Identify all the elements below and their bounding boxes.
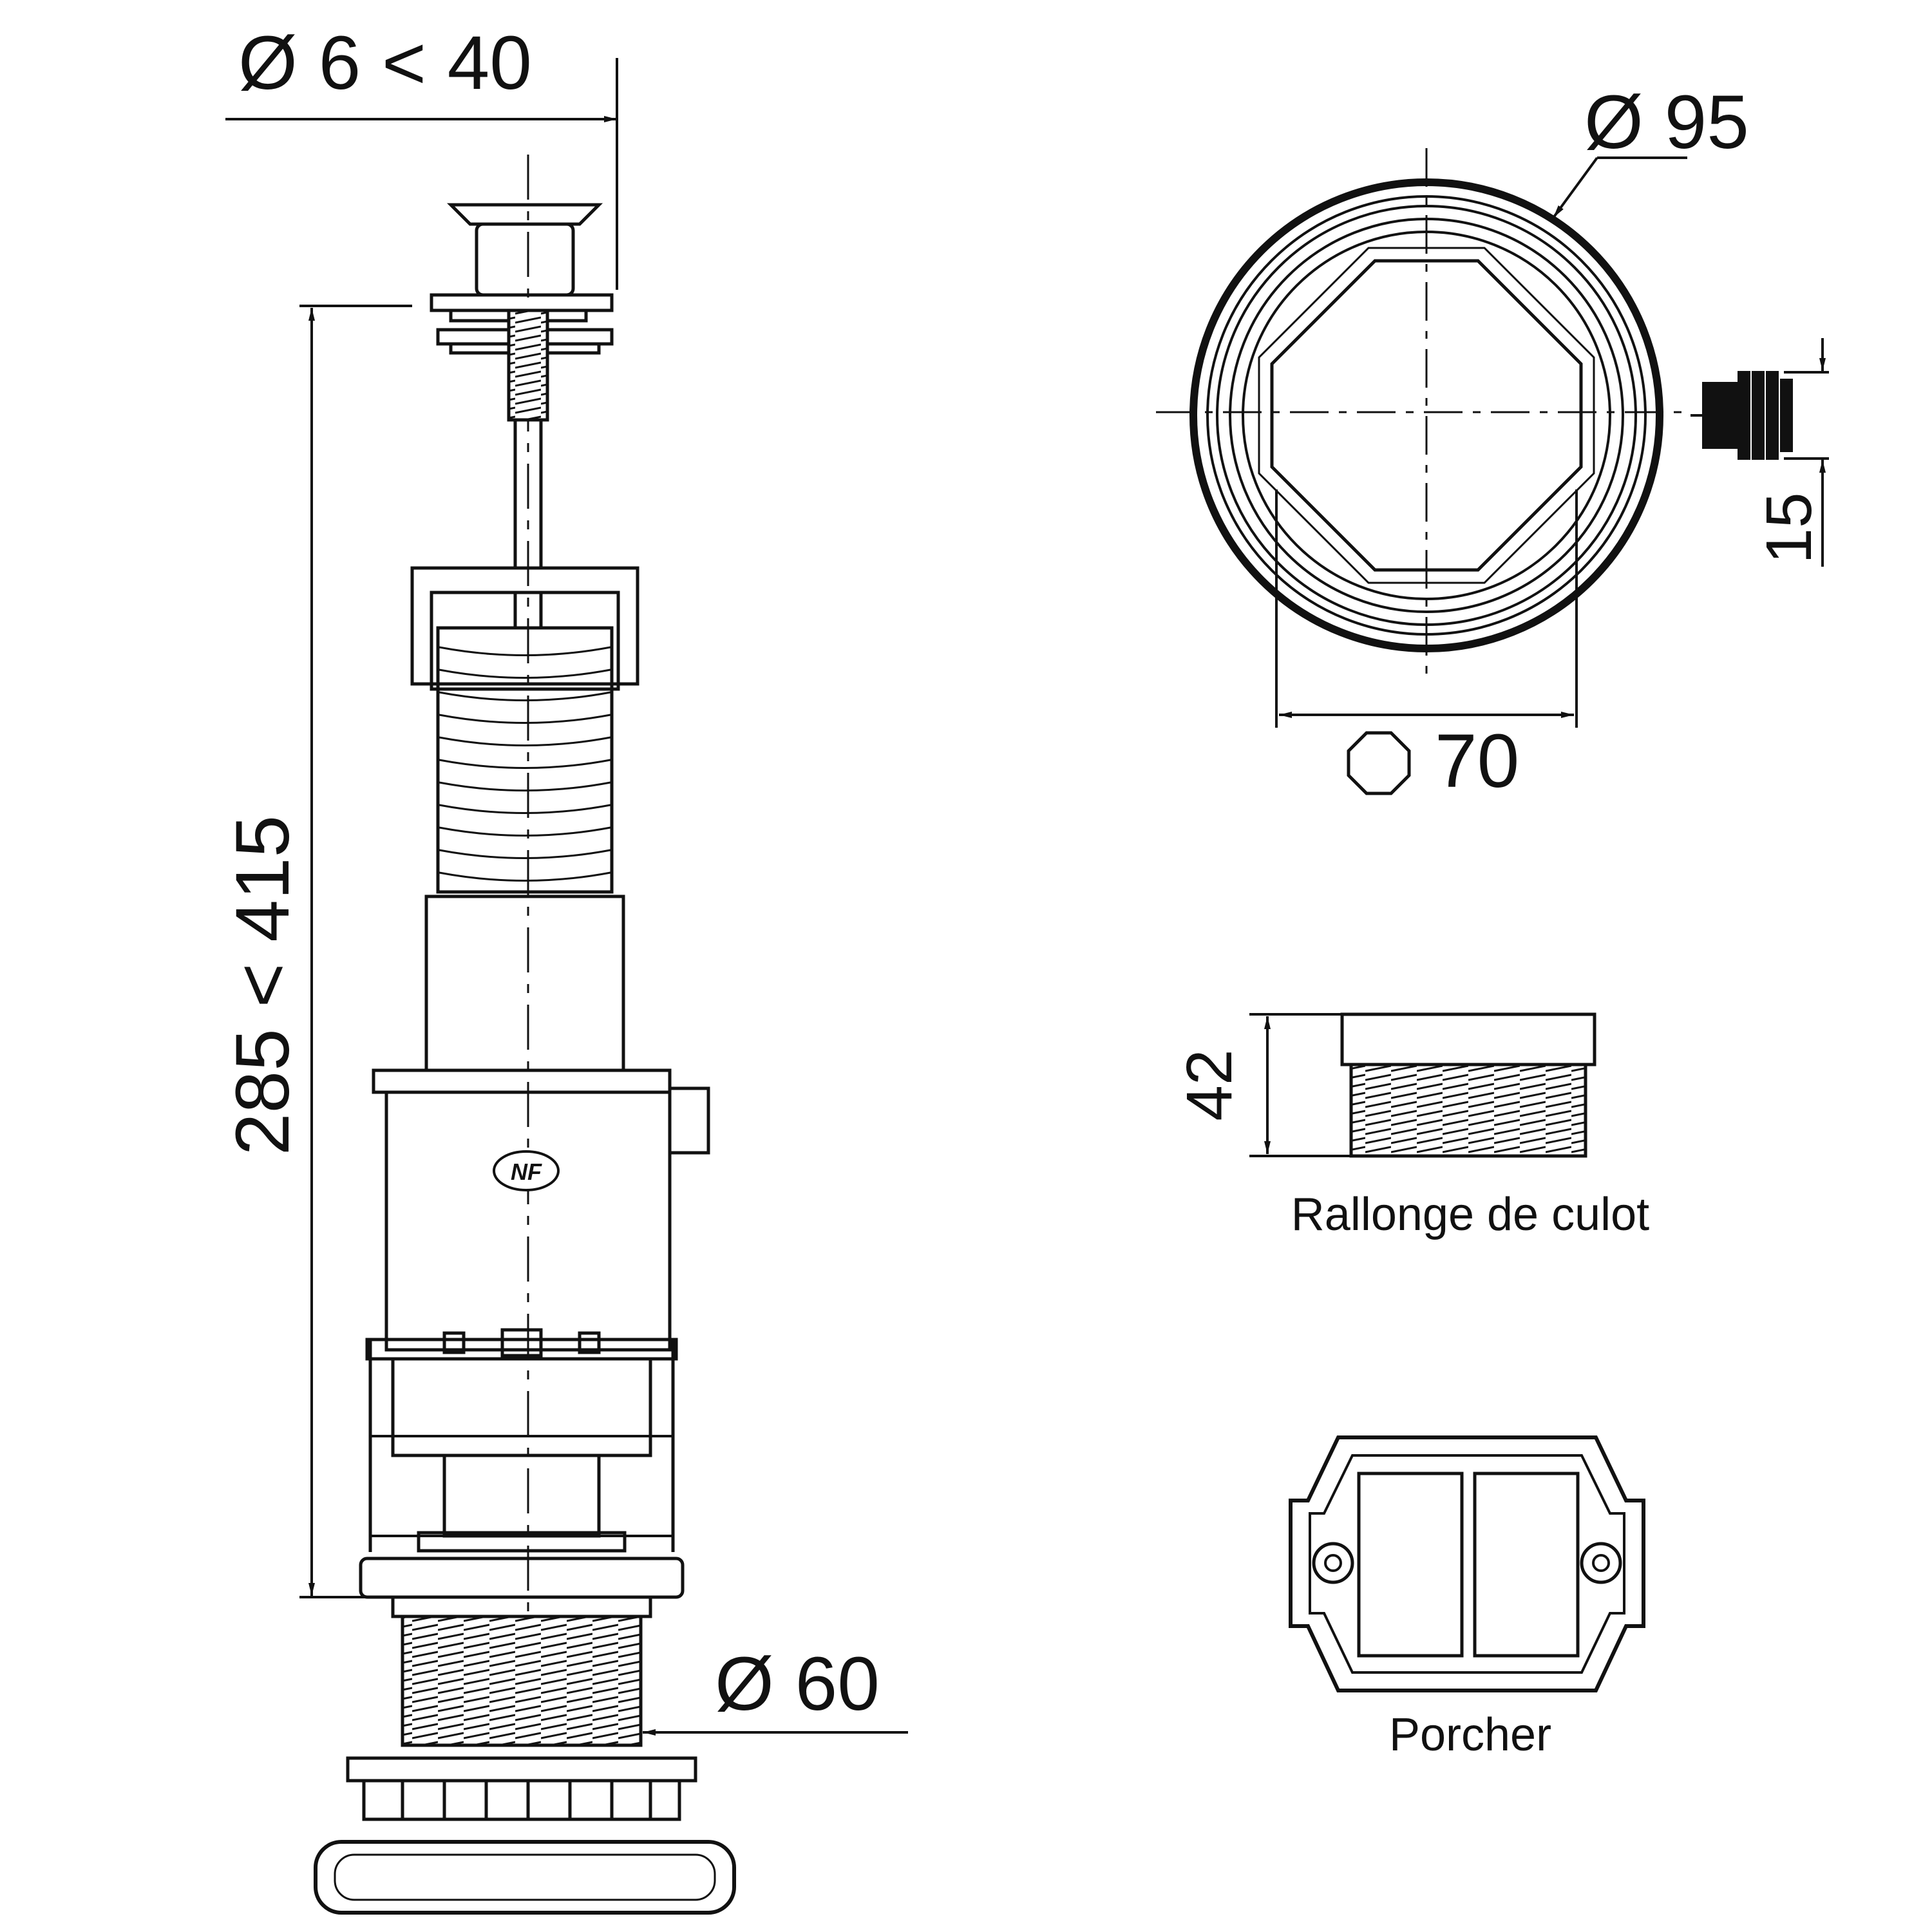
extension-collar [1340, 1012, 1596, 1066]
outer-ring [1189, 178, 1663, 652]
flange-collar [391, 1595, 652, 1618]
octagon-size-label: 70 [1435, 719, 1519, 804]
porcher-left-slot [1357, 1472, 1464, 1658]
porcher-left-hole [1312, 1542, 1354, 1584]
valve-top-view [1156, 148, 1684, 683]
dim-top-diameter [1552, 156, 1687, 219]
valve-seat [417, 1531, 627, 1553]
dim-octagon [1275, 489, 1578, 795]
locking-nut-top [346, 1756, 697, 1783]
porcher-adapter [1289, 1435, 1645, 1692]
porcher-right-hole [1580, 1542, 1622, 1584]
push-button-body [475, 222, 575, 297]
base-diameter-label: Ø 60 [715, 1642, 880, 1727]
bottom-seal [314, 1840, 736, 1915]
threaded-base [401, 1615, 643, 1747]
side-tab [668, 1086, 710, 1155]
porcher-label: Porcher [1389, 1709, 1551, 1761]
float-chamber [384, 1090, 672, 1352]
extension-label: Rallonge de culot [1291, 1189, 1649, 1240]
octagon-symbol [1347, 731, 1411, 795]
threaded-stem [507, 308, 549, 422]
clip-height-label: 15 [1753, 492, 1825, 564]
clip-piece [1690, 371, 1793, 460]
flush-valve-side-view [314, 155, 736, 1915]
top-bracket-inner [430, 591, 620, 691]
corrugation-lines [439, 646, 611, 882]
dim-height [299, 305, 412, 1598]
extension-height-label: 42 [1173, 1049, 1245, 1121]
valve-body [442, 1454, 601, 1538]
porcher-right-slot [1473, 1472, 1580, 1658]
octagon-opening [1270, 259, 1583, 572]
base-flange [359, 1557, 685, 1599]
chamber-top-rim [372, 1068, 672, 1094]
push-button-cap [446, 203, 603, 226]
nut-teeth [362, 1779, 681, 1821]
height-label: 285 < 415 [220, 815, 305, 1155]
base-extension [1340, 1012, 1596, 1158]
corrugated-tube [436, 626, 614, 894]
top-diameter-label: Ø 95 [1584, 80, 1749, 165]
extension-thread [1349, 1063, 1587, 1158]
top-bracket [410, 566, 639, 686]
button-flange [430, 293, 614, 312]
button-diameter-label: Ø 6 < 40 [238, 21, 532, 106]
nf-label: NF [511, 1159, 542, 1185]
dim-extension-height [1249, 1013, 1351, 1157]
cage-basket [391, 1357, 652, 1457]
dim-clip-height [1784, 338, 1829, 567]
dim-button-diameter [225, 58, 618, 290]
lower-tube [424, 895, 625, 1072]
nf-certification-mark: NF [493, 1150, 560, 1191]
